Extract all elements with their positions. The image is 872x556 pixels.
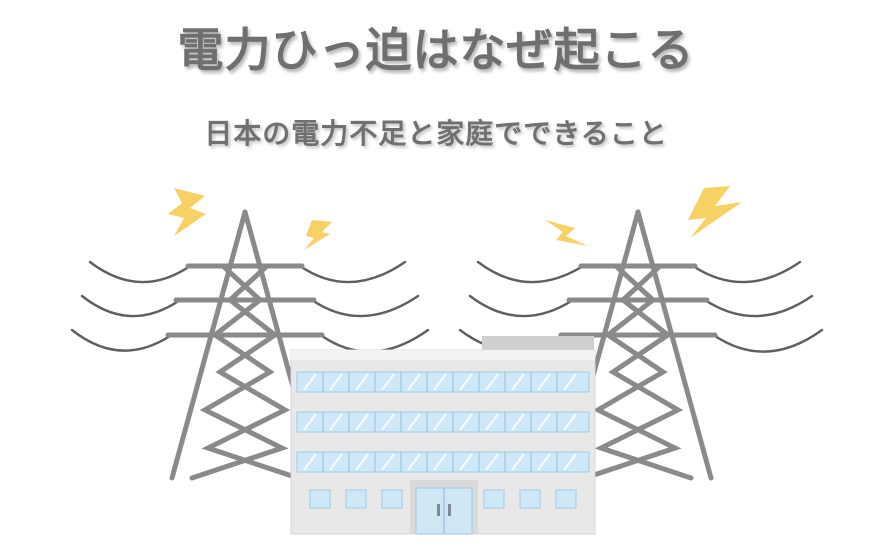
lightning-bolt-icon <box>545 220 588 246</box>
power-line-icon <box>88 260 192 284</box>
power-lines <box>70 260 824 353</box>
lightning-bolts <box>168 186 742 250</box>
window-row <box>296 371 590 473</box>
power-line-icon <box>298 260 407 284</box>
power-line-icon <box>80 294 182 318</box>
building-icon <box>290 336 596 535</box>
power-line-icon <box>320 328 430 353</box>
lightning-bolt-icon <box>168 188 206 236</box>
power-line-icon <box>691 260 802 284</box>
power-line-icon <box>703 294 814 318</box>
power-line-icon <box>713 328 824 353</box>
power-line-icon <box>310 294 420 318</box>
lightning-bolt-icon <box>304 220 332 250</box>
page-title: 電力ひっ迫はなぜ起こる <box>177 23 695 77</box>
power-line-icon <box>468 294 575 318</box>
page-subtitle: 日本の電力不足と家庭でできること <box>204 117 668 150</box>
lightning-bolt-icon <box>688 186 742 238</box>
power-line-icon <box>70 328 172 352</box>
power-line-icon <box>476 260 585 284</box>
